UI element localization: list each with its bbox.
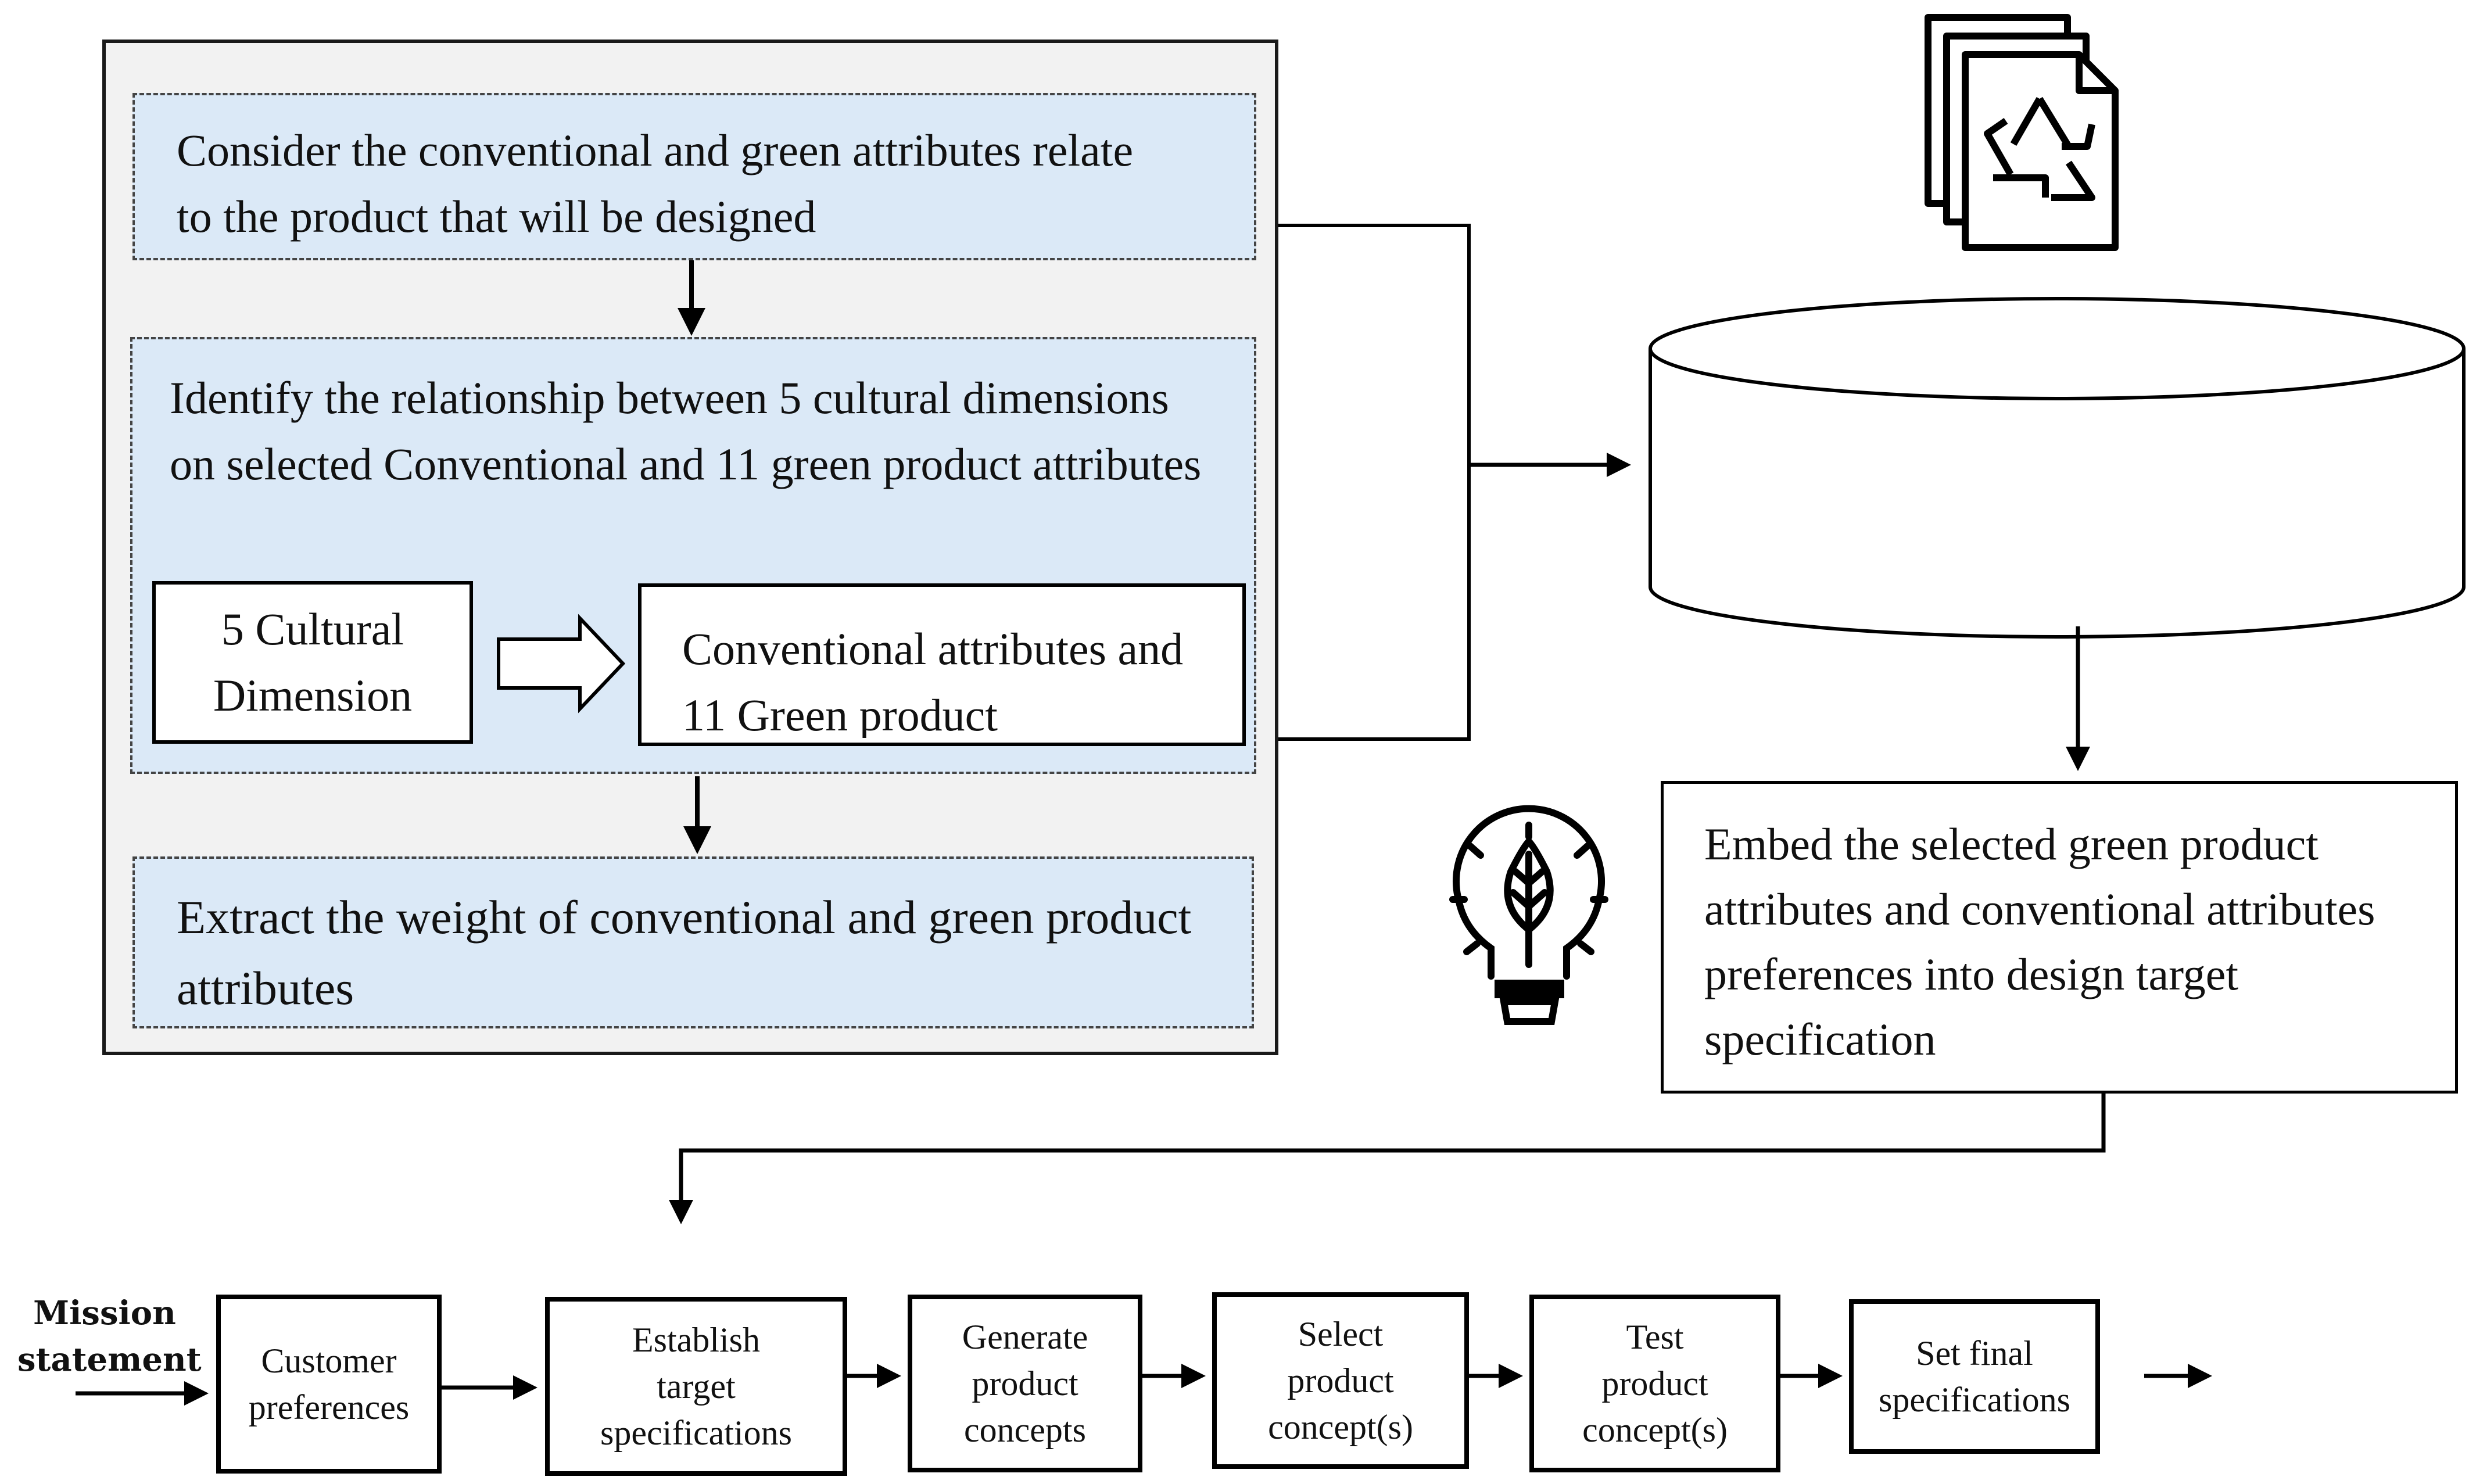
step-consider-attributes: Consider the conventional and green attr… <box>132 93 1256 260</box>
connector-embed-to-process <box>669 1094 2106 1224</box>
step-identify-relationship-text: Identify the relationship between 5 cult… <box>170 372 1202 489</box>
step-extract-weight-text: Extract the weight of conventional and g… <box>177 891 1192 1015</box>
step-extract-weight: Extract the weight of conventional and g… <box>132 856 1254 1028</box>
process-step-label: Establish target specifications <box>600 1321 792 1452</box>
database-label: Prioritized conventional and green produ… <box>1669 426 2445 543</box>
bracket-connector <box>1278 224 1471 741</box>
process-step-establish-target: Establish target specifications <box>545 1297 847 1476</box>
attributes-box-text: Conventional attributes and 11 Green pro… <box>682 623 1184 738</box>
process-step-final-specifications: Set final specifications <box>1849 1299 2100 1454</box>
mission-statement-label: Mission statement <box>17 1294 202 1379</box>
lightbulb-leaf-icon <box>1449 805 1608 1025</box>
embed-specification-box: Embed the selected green product attribu… <box>1661 781 2458 1094</box>
embed-specification-text: Embed the selected green product attribu… <box>1704 819 2375 1064</box>
process-step-label: Set final specifications <box>1879 1334 2070 1419</box>
cultural-dimension-box: 5 Cultural Dimension <box>152 581 473 744</box>
process-step-label: Select product concept(s) <box>1268 1315 1413 1446</box>
process-step-label: Customer preferences <box>248 1342 410 1426</box>
process-step-label: Test product concept(s) <box>1582 1318 1728 1449</box>
step-consider-attributes-text: Consider the conventional and green attr… <box>177 125 1134 242</box>
recycle-documents-icon <box>1925 14 2119 251</box>
process-step-select-concepts: Select product concept(s) <box>1212 1292 1469 1469</box>
attributes-box: Conventional attributes and 11 Green pro… <box>638 583 1246 746</box>
process-step-generate-concepts: Generate product concepts <box>908 1295 1142 1472</box>
process-step-test-concepts: Test product concept(s) <box>1529 1295 1780 1472</box>
process-step-label: Generate product concepts <box>962 1318 1088 1449</box>
cultural-dimension-text: 5 Cultural Dimension <box>213 604 413 721</box>
process-step-customer-preferences: Customer preferences <box>216 1295 442 1474</box>
